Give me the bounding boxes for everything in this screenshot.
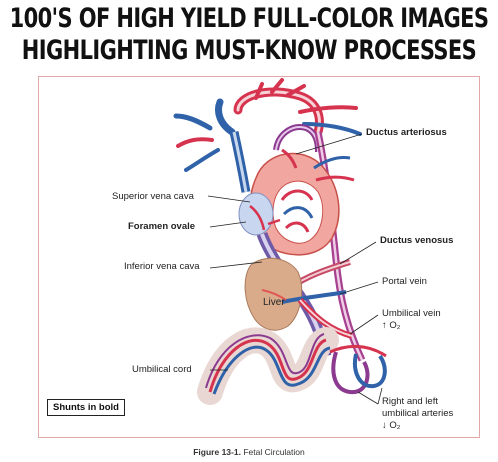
heart [238, 152, 340, 256]
label-umbilical-arteries-o2: ↓ O₂ [382, 420, 401, 431]
pulmonary-vessels [281, 148, 355, 182]
label-umbilical-cord: Umbilical cord [132, 364, 192, 375]
leader-lines [207, 133, 383, 405]
figure-caption: Figure 13-1. Fetal Circulation [0, 447, 498, 457]
label-portal-vein: Portal vein [382, 276, 427, 287]
diagram-frame [38, 76, 480, 438]
great-vessels [173, 78, 362, 172]
umbilical-cord [197, 327, 339, 405]
label-ductus-arteriosus: Ductus arteriosus [366, 127, 447, 138]
label-umbilical-vein-o2: ↑ O₂ [382, 320, 401, 331]
umbilical-arteries [329, 345, 387, 395]
label-umbilical-vein: Umbilical vein [382, 308, 441, 319]
headline-line-2: HIGHLIGHTING MUST-KNOW PROCESSES [21, 35, 477, 65]
label-foramen-ovale: Foramen ovale [128, 221, 196, 232]
legend-shunts-in-bold: Shunts in bold [47, 399, 125, 416]
figure-title: Fetal Circulation [243, 447, 305, 457]
label-umbilical-arteries-line1: Right and left [382, 396, 438, 407]
umbilical-vein-vessel [297, 298, 353, 339]
ductus-arteriosus [273, 124, 321, 153]
label-liver: Liver [263, 297, 285, 308]
portal-vein-vessel [261, 289, 347, 304]
superior-vena-cava-vessel [229, 131, 251, 193]
label-umbilical-arteries-line2: umbilical arteries [382, 408, 454, 419]
label-ductus-venosus: Ductus venosus [380, 235, 454, 246]
figure-number: Figure 13-1. [193, 447, 241, 457]
headline-line-1: 100'S OF HIGH YIELD FULL-COLOR IMAGES [9, 3, 489, 33]
label-superior-vena-cava: Superior vena cava [112, 191, 194, 202]
label-inferior-vena-cava: Inferior vena cava [124, 261, 200, 272]
